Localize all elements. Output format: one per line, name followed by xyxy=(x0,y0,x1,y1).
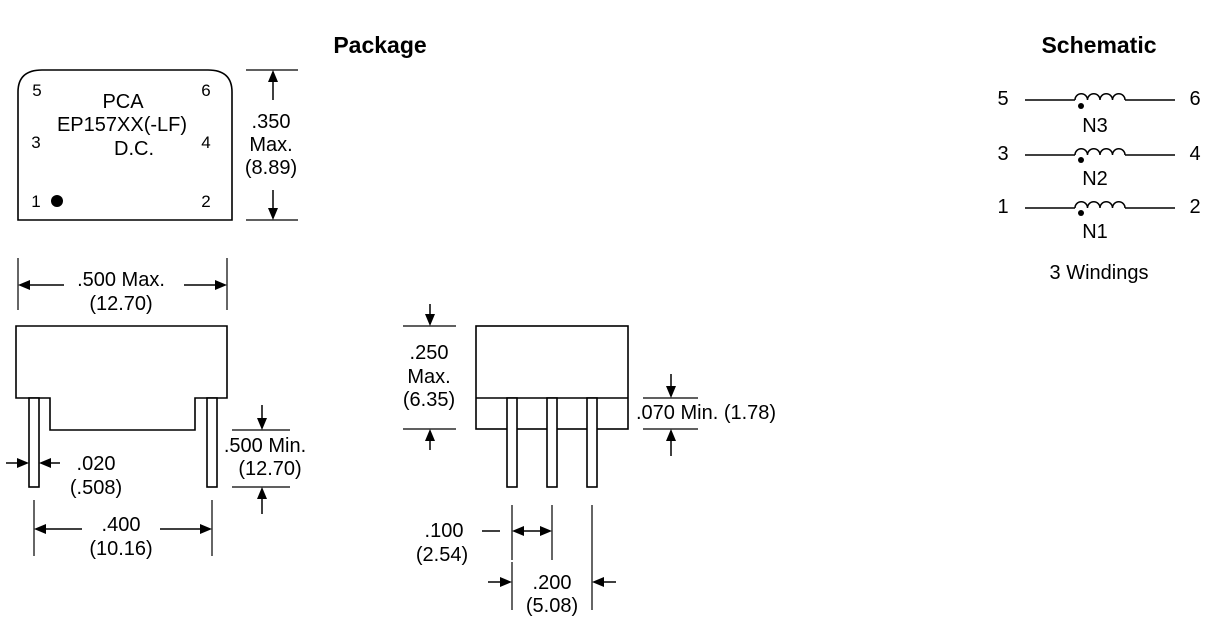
marking-line-1: PCA xyxy=(102,91,144,113)
body-height-metric: (6.35) xyxy=(403,389,455,411)
arrow-left-icon xyxy=(592,577,604,587)
width-dimension: .500 Max. (12.70) xyxy=(17,258,228,315)
row-spacing-value: .400 xyxy=(102,514,141,536)
winding-n1: 1 N1 2 xyxy=(997,196,1200,243)
side-view xyxy=(15,325,228,488)
height-dimension: .350 Max. (8.89) xyxy=(245,69,298,221)
coil-icon xyxy=(1074,93,1126,101)
arrow-left-icon xyxy=(18,280,30,290)
pin-length-metric: (12.70) xyxy=(238,458,301,480)
arrow-right-icon xyxy=(540,526,552,536)
width-value: .500 Max. xyxy=(77,269,165,291)
arrow-right-icon xyxy=(200,524,212,534)
arrow-right-icon xyxy=(215,280,227,290)
side-view-body xyxy=(15,325,228,431)
standoff-value: .070 Min. (1.78) xyxy=(636,402,776,424)
winding-label-n3: N3 xyxy=(1082,115,1108,137)
arrow-down-icon xyxy=(257,418,267,430)
polarity-dot-icon xyxy=(1078,157,1084,163)
winding-n3: 5 N3 6 xyxy=(997,88,1200,137)
marking-line-3: D.C. xyxy=(114,138,154,160)
body-height-value: .250 xyxy=(410,342,449,364)
winding-n2: 3 N2 4 xyxy=(997,143,1200,190)
top-pin-1: 1 xyxy=(31,192,40,211)
top-pin-3: 3 xyxy=(31,133,40,152)
arrow-left-icon xyxy=(39,458,51,468)
end-view xyxy=(475,325,629,488)
side-pin-right xyxy=(206,397,218,488)
winding-label-n1: N1 xyxy=(1082,221,1108,243)
arrow-up-icon xyxy=(425,429,435,441)
pin-width-dimension: .020 (.508) xyxy=(6,453,122,499)
coil-icon xyxy=(1074,201,1126,209)
top-pin-4: 4 xyxy=(201,133,210,152)
schematic-pin-2: 2 xyxy=(1189,196,1200,218)
row-spacing-dimension: .400 (10.16) xyxy=(33,500,213,560)
pin1-dot-icon xyxy=(51,195,63,207)
coil-icon xyxy=(1074,148,1126,156)
schematic-pin-6: 6 xyxy=(1189,88,1200,110)
arrow-down-icon xyxy=(666,386,676,398)
width-metric: (12.70) xyxy=(89,293,152,315)
standoff-dimension: .070 Min. (1.78) xyxy=(636,374,776,456)
marking-line-2: EP157XX(-LF) xyxy=(57,114,187,136)
polarity-dot-icon xyxy=(1078,103,1084,109)
schematic-heading: Schematic xyxy=(1041,32,1156,58)
polarity-dot-icon xyxy=(1078,210,1084,216)
schematic-pin-1: 1 xyxy=(997,196,1008,218)
schematic-pin-5: 5 xyxy=(997,88,1008,110)
arrow-left-icon xyxy=(512,526,524,536)
winding-label-n2: N2 xyxy=(1082,168,1108,190)
double-pitch-value: .200 xyxy=(533,572,572,594)
double-pitch-dimension: .200 (5.08) xyxy=(488,505,616,617)
windings-caption: 3 Windings xyxy=(1050,262,1149,284)
pin-width-value: .020 xyxy=(77,453,116,475)
height-value: .350 xyxy=(252,111,291,133)
pin-length-dimension: .500 Min. (12.70) xyxy=(224,405,306,514)
schematic: 5 N3 6 3 N2 4 1 N1 2 3 Windin xyxy=(997,88,1200,284)
arrow-left-icon xyxy=(34,524,46,534)
arrow-up-icon xyxy=(268,70,278,82)
top-pin-2: 2 xyxy=(201,192,210,211)
end-pin-3 xyxy=(586,397,598,488)
schematic-pin-4: 4 xyxy=(1189,143,1200,165)
pin-length-value: .500 Min. xyxy=(224,435,306,457)
top-view-body xyxy=(17,69,233,221)
top-pin-6: 6 xyxy=(201,81,210,100)
schematic-pin-3: 3 xyxy=(997,143,1008,165)
pitch-dimension: .100 (2.54) xyxy=(416,505,553,566)
arrow-right-icon xyxy=(17,458,29,468)
package-heading: Package xyxy=(333,32,426,58)
arrow-right-icon xyxy=(500,577,512,587)
body-height-max: Max. xyxy=(407,366,450,388)
arrow-down-icon xyxy=(425,314,435,326)
end-pin-2 xyxy=(546,397,558,488)
height-metric: (8.89) xyxy=(245,157,297,179)
top-pin-5: 5 xyxy=(32,81,41,100)
arrow-up-icon xyxy=(257,487,267,499)
row-spacing-metric: (10.16) xyxy=(89,538,152,560)
height-max: Max. xyxy=(249,134,292,156)
arrow-up-icon xyxy=(666,429,676,441)
pitch-value: .100 xyxy=(425,520,464,542)
pitch-metric: (2.54) xyxy=(416,544,468,566)
side-pin-left xyxy=(28,397,40,488)
pin-width-metric: (.508) xyxy=(70,477,122,499)
end-pin-1 xyxy=(506,397,518,488)
top-view: 5 6 3 4 1 2 PCA EP157XX(-LF) D.C. xyxy=(17,69,233,221)
double-pitch-metric: (5.08) xyxy=(526,595,578,617)
body-height-dimension: .250 Max. (6.35) xyxy=(403,304,456,450)
arrow-down-icon xyxy=(268,208,278,220)
